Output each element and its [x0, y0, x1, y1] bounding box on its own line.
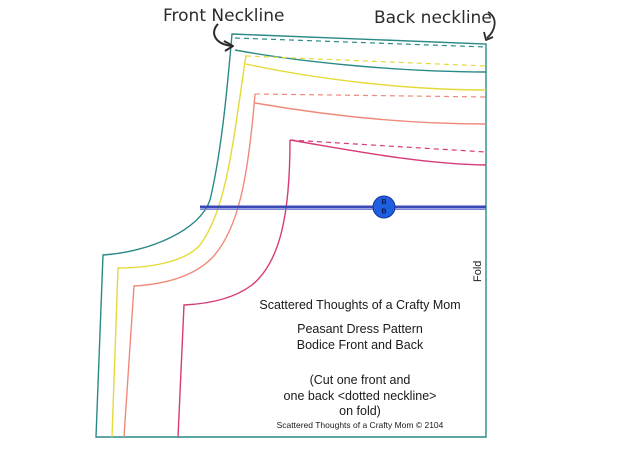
pattern-title-line1: Peasant Dress Pattern [297, 322, 423, 336]
size-outline-yellow [111, 54, 247, 438]
pattern-author: Scattered Thoughts of a Crafty Mom [259, 298, 461, 312]
copyright-text: Scattered Thoughts of a Crafty Mom © 210… [276, 420, 444, 430]
back-neckline-pink [289, 139, 487, 153]
back-neckline-salmon [254, 93, 487, 98]
button-marker [372, 195, 396, 219]
front-neckline-pink [289, 139, 487, 166]
back-neckline-yellow [245, 55, 487, 67]
button-marker-letter-top: B [381, 199, 386, 206]
size-outline-pink [177, 139, 291, 438]
back-neckline-arrowhead [483, 31, 494, 41]
instruction-line1: (Cut one front and [309, 373, 411, 387]
front-neckline-salmon [254, 102, 487, 125]
front-neckline-label: Front Neckline [163, 6, 285, 26]
instruction-line2: one back <dotted neckline> [283, 389, 437, 403]
pattern-title-line2: Bodice Front and Back [296, 338, 424, 352]
fold-label: Fold [472, 260, 484, 282]
button-marker-letter-bottom: B [381, 209, 386, 216]
size-outline-salmon [123, 93, 256, 438]
front-neckline-arrowhead [223, 40, 234, 52]
outer-sheet-outline [95, 33, 487, 438]
front-neckline-arrow [213, 23, 233, 47]
front-neckline-yellow [245, 63, 487, 91]
back-neckline-teal [234, 37, 487, 48]
back-neckline-label: Back neckline [374, 8, 492, 28]
instruction-line3: on fold) [339, 404, 381, 418]
back-neckline-arrow [486, 11, 496, 39]
front-neckline-teal [234, 49, 487, 73]
